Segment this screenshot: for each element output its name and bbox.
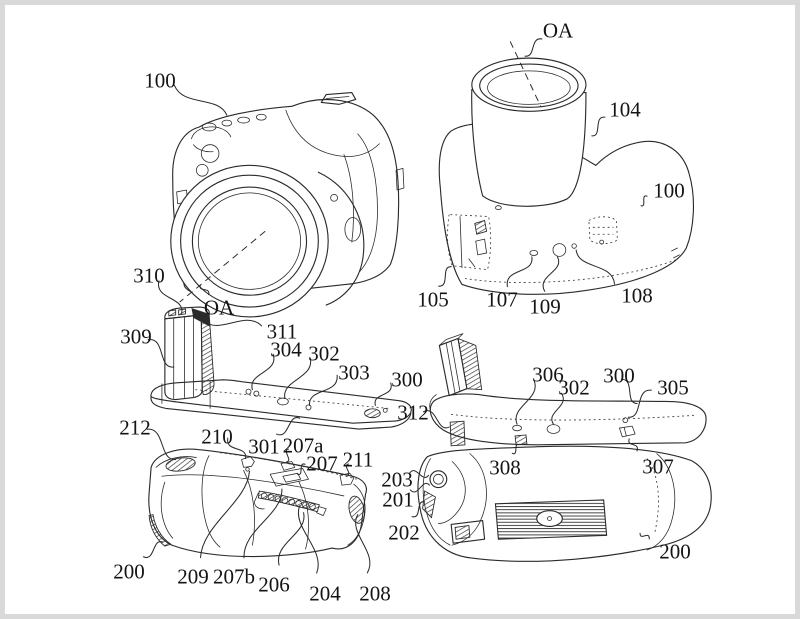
leader-209-grip-top [199, 470, 250, 559]
leader-211-grip-top [345, 463, 350, 476]
leader-208-grip-top [355, 514, 371, 574]
ref-label-302-battery-plate: 302 [308, 341, 340, 366]
ref-label-100-camera-front: 100 [144, 68, 176, 93]
ref-label-107-camera-bottom: 107 [486, 287, 518, 312]
leader-310-camera-front [158, 280, 183, 315]
ref-label-200-grip-top: 200 [113, 559, 145, 584]
ref-label-200-grip-bottom: 200 [659, 539, 691, 564]
leader-302-grip-bottom [551, 392, 564, 425]
ref-label-209-grip-top: 209 [177, 564, 209, 589]
leader-100-camera-bottom [640, 195, 648, 207]
leader-207-grip-top [297, 463, 306, 475]
ref-label-207a-grip-top: 207a [282, 433, 324, 458]
leader-107-camera-bottom [506, 256, 533, 288]
ref-label-300-grip-bottom: 300 [603, 363, 635, 388]
leader-300-grip-bottom [620, 378, 638, 404]
leader-203-grip-bottom [409, 470, 430, 478]
leader-200-grip-bottom [639, 532, 650, 540]
ref-label-309-camera-front: 309 [120, 324, 152, 349]
fig-grip-top [148, 448, 367, 558]
ref-label-108-camera-bottom: 108 [621, 283, 653, 308]
leader-301-battery-plate [276, 417, 301, 436]
leader-109-camera-bottom [542, 256, 560, 292]
leader-302-battery-plate [284, 357, 311, 400]
ref-label-210-grip-top: 210 [201, 424, 233, 449]
ref-label-301-battery-plate: 301 [248, 434, 280, 459]
leader-206-grip-top [278, 512, 305, 566]
leader-212-grip-top [146, 428, 177, 461]
leader-100-camera-front [173, 84, 228, 116]
ref-label-104-camera-bottom: 104 [609, 97, 641, 122]
leader-207b-grip-top [243, 488, 283, 559]
leader-307-grip-bottom [628, 438, 638, 452]
leader-306-grip-bottom [515, 379, 536, 425]
leader-oa-camera-bottom [524, 38, 543, 57]
leader-312-grip-bottom [422, 410, 450, 429]
leader-207a-grip-top [285, 448, 290, 463]
ref-label-302-grip-bottom: 302 [558, 375, 590, 400]
ref-label-311-camera-front: 311 [266, 319, 298, 344]
diagram-artwork [142, 38, 712, 574]
leader-304-battery-plate [251, 353, 275, 391]
leader-104-camera-bottom [591, 116, 606, 137]
fig-battery-plate [150, 306, 412, 430]
ref-label-310-camera-front: 310 [133, 263, 165, 288]
ref-label-211-grip-top: 211 [342, 447, 374, 472]
leader-201-grip-bottom [409, 482, 431, 493]
leader-300-battery-plate [374, 382, 392, 406]
leader-108-camera-bottom [575, 249, 616, 285]
ref-label-304-battery-plate: 304 [270, 337, 302, 362]
leader-105-camera-bottom [438, 266, 452, 287]
fig-grip-bottom [417, 333, 712, 562]
leader-lines [142, 38, 652, 574]
leader-305-grip-bottom [627, 389, 652, 418]
ref-label-oa-camera-bottom: OA [542, 18, 574, 43]
ref-label-307-grip-bottom: 307 [642, 454, 674, 479]
ref-label-100-camera-bottom: 100 [653, 178, 685, 203]
ref-label-oa-camera-front: OA [203, 295, 235, 320]
ref-label-204-grip-top: 204 [309, 581, 341, 606]
leader-202-grip-bottom [411, 501, 426, 518]
leader-200-grip-top [142, 541, 164, 558]
ref-label-109-camera-bottom: 109 [529, 294, 561, 319]
ref-label-305-grip-bottom: 305 [657, 375, 689, 400]
fig-camera-front [170, 91, 405, 318]
ref-label-303-battery-plate: 303 [338, 360, 370, 385]
leader-210-grip-top [227, 437, 247, 460]
ref-label-306-grip-bottom: 306 [532, 362, 564, 387]
ref-label-208-grip-top: 208 [359, 581, 391, 606]
ref-label-207-grip-top: 207 [306, 451, 338, 476]
ref-label-206-grip-top: 206 [258, 572, 290, 597]
ref-label-105-camera-bottom: 105 [417, 287, 449, 312]
ref-label-212-grip-top: 212 [119, 415, 151, 440]
leader-308-grip-bottom [511, 443, 520, 455]
fig-camera-bottom [438, 41, 695, 295]
ref-label-312-grip-bottom: 312 [397, 400, 429, 425]
ref-label-308-grip-bottom: 308 [489, 455, 521, 480]
leader-309-camera-front [147, 339, 175, 368]
ref-label-300-battery-plate: 300 [391, 367, 423, 392]
ref-label-203-grip-bottom: 203 [381, 467, 413, 492]
ref-label-202-grip-bottom: 202 [388, 520, 420, 545]
leader-204-grip-top [297, 505, 319, 574]
ref-label-207b-grip-top: 207b [213, 564, 255, 589]
leader-303-battery-plate [308, 374, 338, 406]
ref-label-201-grip-bottom: 201 [382, 487, 414, 512]
leader-311-camera-front [203, 319, 263, 327]
leader-oa-camera-front [199, 284, 210, 296]
